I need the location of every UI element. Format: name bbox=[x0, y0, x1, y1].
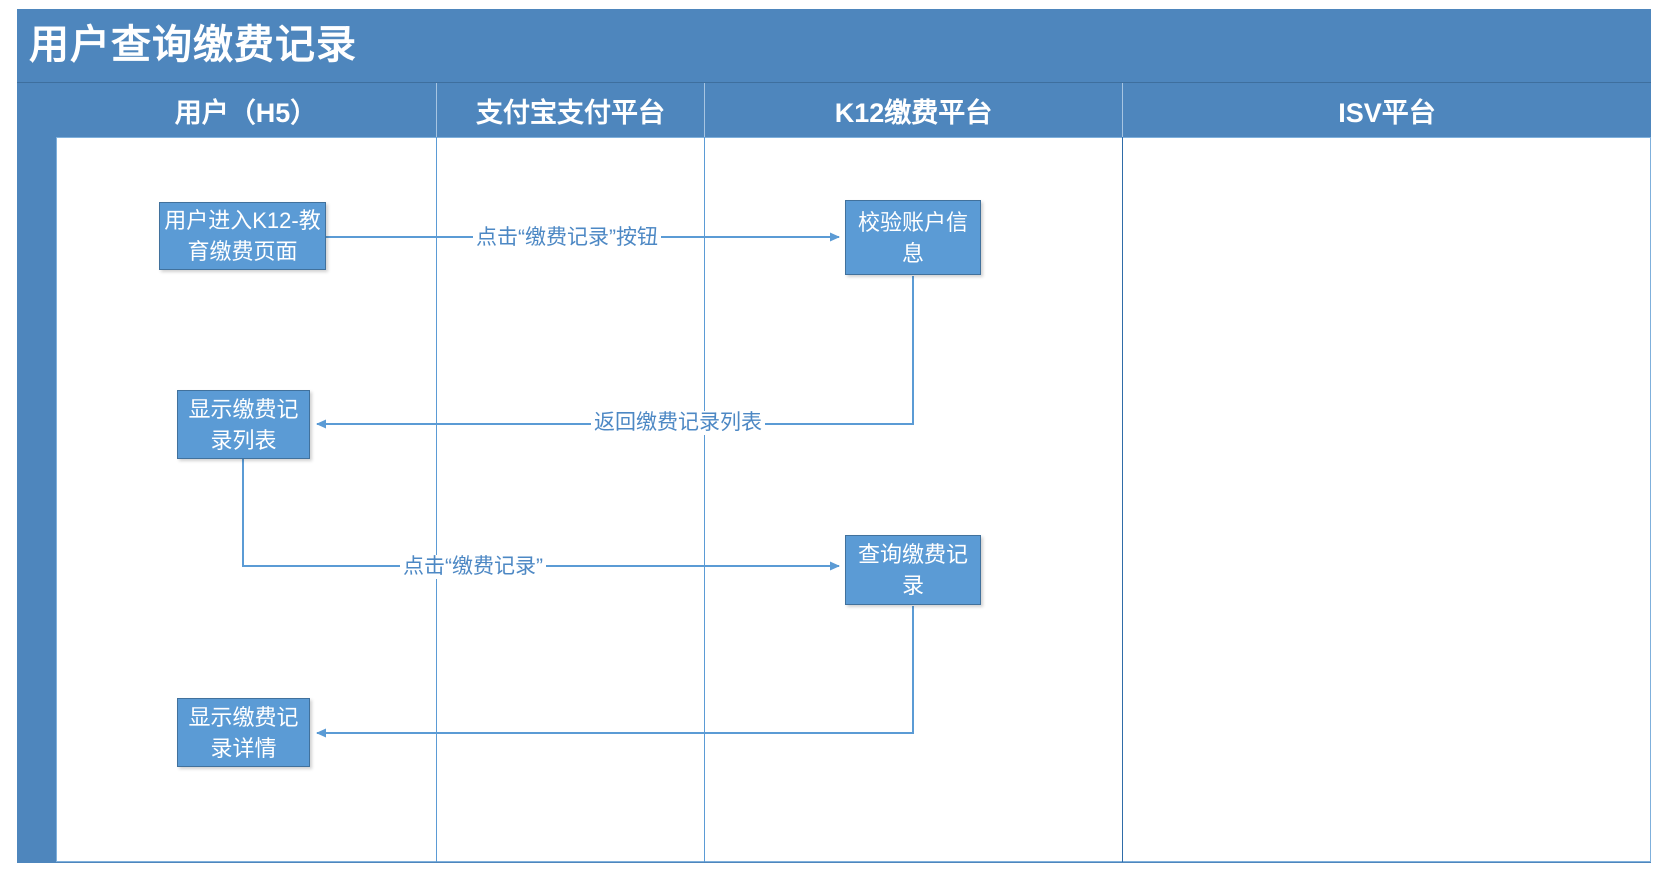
lane-header-k12: K12缴费平台 bbox=[704, 83, 1122, 137]
lane-header-alipay: 支付宝支付平台 bbox=[436, 83, 704, 137]
edge-label-click-record-button: 点击“缴费记录”按钮 bbox=[473, 226, 661, 250]
process-node-query-records[interactable]: 查询缴费记录 bbox=[845, 535, 981, 605]
lane-header-user: 用户（H5） bbox=[56, 83, 436, 137]
process-node-user-enter-page[interactable]: 用户进入K12-教育缴费页面 bbox=[159, 202, 326, 270]
lane-separator-1 bbox=[436, 137, 437, 862]
node-label: 查询缴费记录 bbox=[857, 542, 968, 598]
edge-label-return-record-list: 返回缴费记录列表 bbox=[591, 411, 765, 435]
lane-label-alipay: 支付宝支付平台 bbox=[476, 97, 665, 128]
lane-label-k12: K12缴费平台 bbox=[834, 97, 993, 128]
pool-bottom-rule bbox=[17, 861, 1651, 863]
pool-strip bbox=[17, 83, 56, 862]
lane-label-user: 用户（H5） bbox=[174, 97, 318, 128]
node-label: 校验账户信息 bbox=[857, 209, 968, 266]
lane-separator-3 bbox=[1122, 137, 1123, 862]
diagram-title-banner: 用户查询缴费记录 bbox=[17, 9, 1651, 83]
process-node-show-record-detail[interactable]: 显示缴费记录详情 bbox=[177, 698, 310, 767]
page-title: 用户查询缴费记录 bbox=[29, 23, 357, 67]
lane-label-isv: ISV平台 bbox=[1338, 97, 1436, 128]
node-label: 显示缴费记录详情 bbox=[188, 704, 299, 761]
node-label: 显示缴费记录列表 bbox=[188, 396, 299, 453]
node-label: 用户进入K12-教育缴费页面 bbox=[164, 208, 321, 264]
lane-header-isv: ISV平台 bbox=[1122, 83, 1651, 137]
lane-separator-2 bbox=[704, 137, 705, 862]
process-node-show-record-list[interactable]: 显示缴费记录列表 bbox=[177, 390, 310, 459]
process-node-verify-account[interactable]: 校验账户信息 bbox=[845, 200, 981, 275]
edge-label-click-record: 点击“缴费记录” bbox=[400, 555, 546, 579]
